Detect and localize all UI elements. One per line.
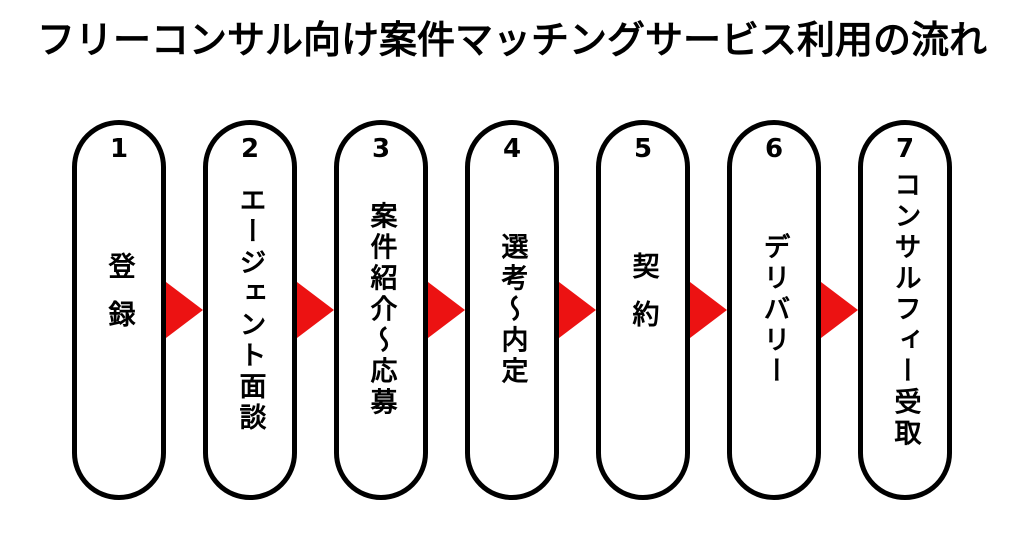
arrow-right-triangle-icon [690,282,727,338]
arrow-right-triangle-icon [297,282,334,338]
process-step: 7 コンサルフィー受取 [858,120,952,500]
step-number: 5 [633,134,653,164]
arrow-right-triangle-icon [166,282,203,338]
process-step: 2 エージェント面談 [203,120,297,500]
step-number: 6 [764,134,784,164]
step-number: 1 [109,134,129,164]
step-label: コンサルフィー受取 [889,170,921,450]
step-label: エージェント面談 [234,186,266,434]
step-label: 契約 [627,252,659,348]
process-step: 6 デリバリー [727,120,821,500]
process-step: 3 案件紹介～応募 [334,120,428,500]
step-label: デリバリー [758,232,790,388]
page-title: フリーコンサル向け案件マッチングサービス利用の流れ [36,18,987,62]
step-label: 登録 [103,252,135,348]
arrow-right-triangle-icon [428,282,465,338]
process-step: 1 登録 [72,120,166,500]
arrow-right-triangle-icon [821,282,858,338]
process-step: 4 選考～内定 [465,120,559,500]
step-label: 案件紹介～応募 [365,201,397,419]
process-flow: 1 登録 2 エージェント面談 3 案件紹介～応募 4 選考～内定 5 契約 6… [72,120,952,500]
step-label: 選考～内定 [496,232,528,388]
step-number: 4 [502,134,522,164]
process-step: 5 契約 [596,120,690,500]
arrow-right-triangle-icon [559,282,596,338]
step-number: 2 [240,134,260,164]
step-number: 7 [895,134,915,164]
step-number: 3 [371,134,391,164]
